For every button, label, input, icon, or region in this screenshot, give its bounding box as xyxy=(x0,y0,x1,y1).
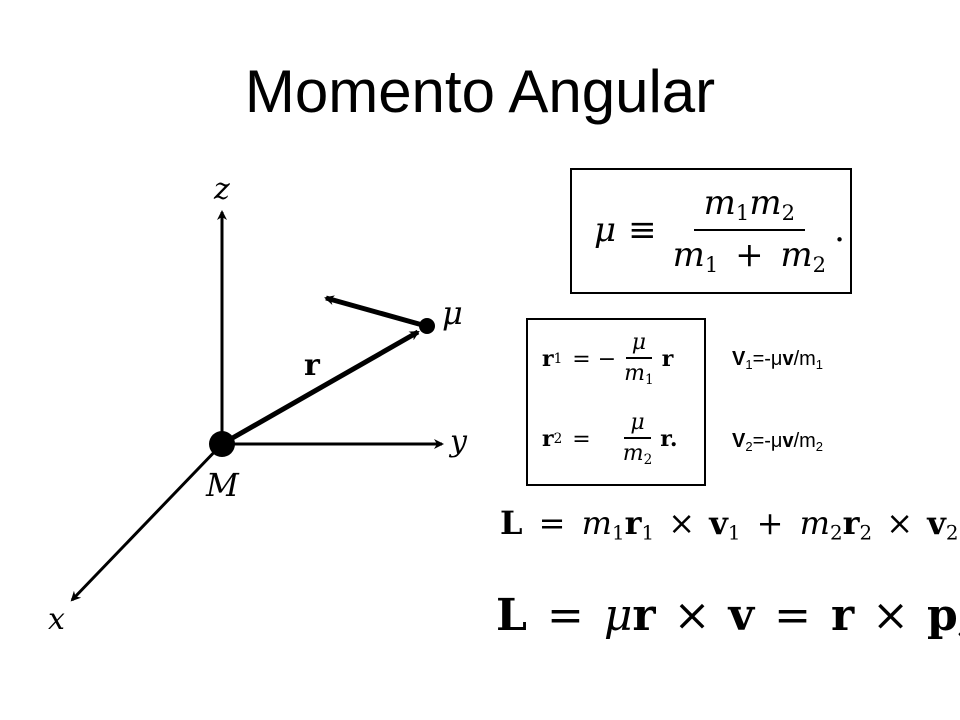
position-equations-box xyxy=(526,318,706,486)
equation-period: . xyxy=(834,210,845,250)
reduced-mass-equation: μ ≡ m1m2 m1 + m2 . xyxy=(594,180,845,280)
mass-M-label: M xyxy=(206,466,239,504)
x-axis xyxy=(70,442,224,602)
axis-z-label: z xyxy=(214,172,230,207)
coordinate-diagram xyxy=(70,210,444,602)
mass-mu-label: μ xyxy=(442,294,463,332)
fraction-denominator: m1 + m2 xyxy=(672,235,827,277)
velocity-note-2: V2=-μv/m2 xyxy=(732,430,824,454)
reduced-mass-fraction: m1m2 m1 + m2 xyxy=(669,183,830,277)
fraction-numerator: m1m2 xyxy=(693,183,806,231)
vector-r-label: r xyxy=(304,348,320,383)
mass-M-dot xyxy=(209,431,235,457)
velocity-vector xyxy=(324,295,427,329)
slide-title: Momento Angular xyxy=(244,58,716,125)
mass-mu-dot xyxy=(419,318,435,334)
velocity-note-1: V1=-μv/m1 xyxy=(732,348,824,372)
mu-symbol: μ xyxy=(594,210,617,250)
equiv-symbol: ≡ xyxy=(628,210,657,250)
angular-momentum-equation-2: L = μr × v = r × p, xyxy=(496,590,960,641)
r-vector xyxy=(220,329,420,447)
angular-momentum-equation-1: L = m1r1 × v1 + m2r2 × v2 xyxy=(500,504,959,545)
r1-fraction: μ m1 xyxy=(624,330,654,388)
reduced-mass-box xyxy=(570,168,852,294)
axis-y-label: y xyxy=(450,424,467,459)
r2-fraction: μ m2 xyxy=(622,410,653,468)
axis-x-label: x xyxy=(48,602,65,637)
